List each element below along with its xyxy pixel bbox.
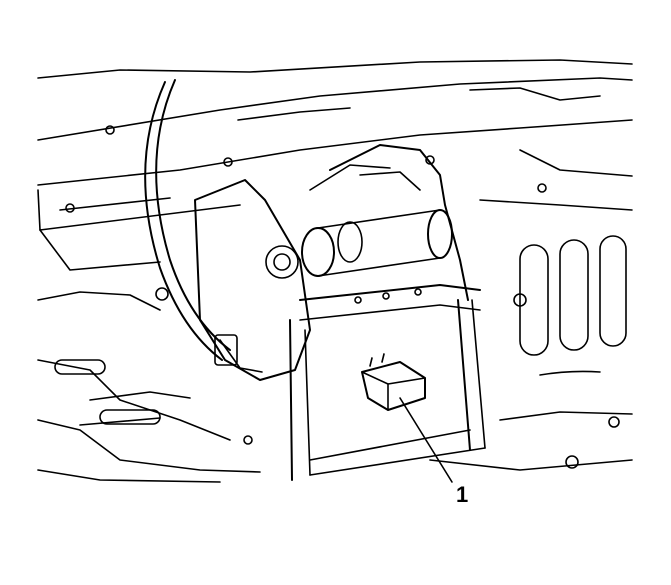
pedal-bracket-left-plate	[194, 179, 311, 381]
floor-pan	[37, 59, 633, 483]
floor-ribs	[54, 235, 627, 426]
brake-switch-component	[361, 353, 426, 411]
pivot-shaft	[301, 209, 453, 277]
callout-leader-1	[399, 397, 453, 483]
fastener-holes	[65, 125, 620, 469]
cable-sweep	[144, 79, 231, 361]
pedal-bracket-right-tower	[299, 144, 481, 321]
callout-number-1: 1	[456, 482, 469, 507]
bracket-legs	[289, 299, 486, 481]
